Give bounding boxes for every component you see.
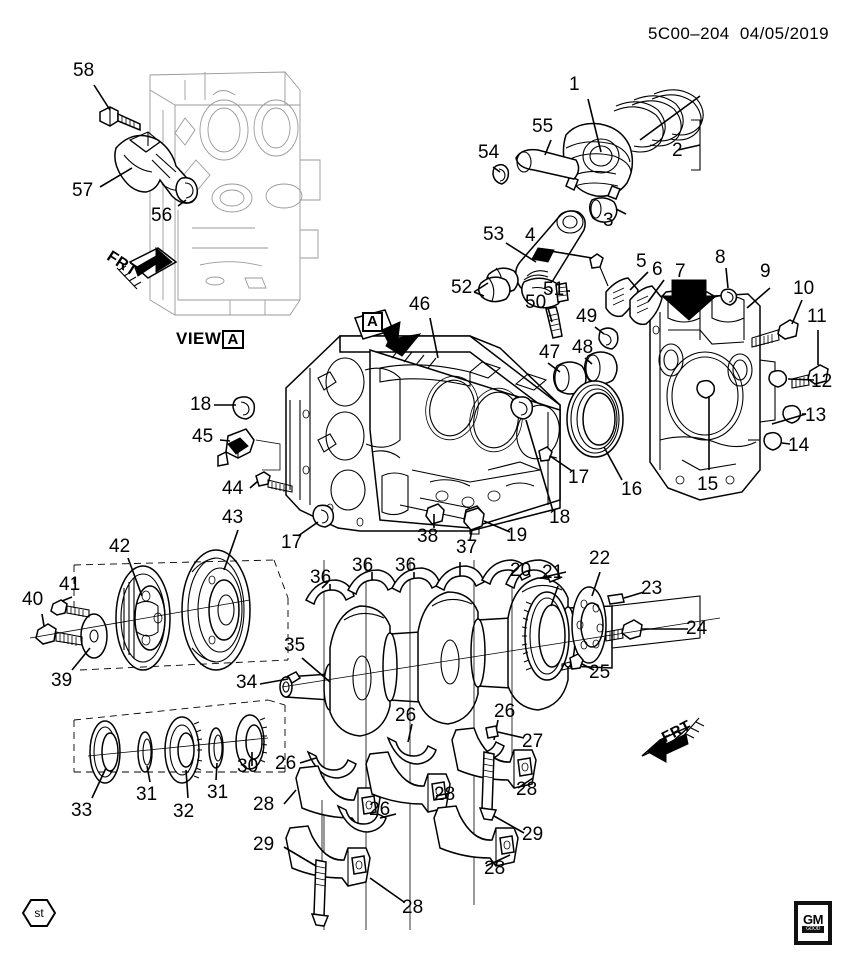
section-flag-a: A [362,312,383,332]
callout-flexplate: 22 [589,548,611,569]
callout-bolt-17a: 17 [568,467,590,488]
callout-gasket-upper: 5 [636,251,647,272]
st-stamp: st [22,898,56,928]
callout-main-cap-bolt-b: 29 [522,824,544,845]
callout-main-cap-bolt-a: 29 [253,834,275,855]
callout-flexplate-dowel: 23 [641,578,663,599]
callout-plug: 13 [805,405,827,426]
callout-front-crankshaft-seal: 33 [71,800,93,821]
callout-flexplate-bolt: 24 [686,618,708,639]
block-small-parts [214,396,573,541]
gm-logo-sub: GOOD [805,925,821,932]
rear-engine-cover [605,267,829,501]
callout-plug-37: 37 [456,537,478,558]
callout-rod-cap-bolt: 50 [525,292,547,313]
callout-harmonic-balancer: 43 [222,507,244,528]
callout-rear-cover: 9 [760,261,771,282]
callout-stud: 12 [811,371,833,392]
sheet-header: 5C00–204 04/05/2019 [648,24,829,43]
callout-piston-pin-retainer: 54 [478,142,500,163]
callout-reluctor-bolt: 25 [589,662,611,683]
callout-main-bearing-cap-c: 28 [516,779,538,800]
callout-cover-bolt-long: 10 [793,278,815,299]
view-label-ref: A [222,329,244,349]
callout-knock-sensor: 45 [192,426,214,447]
callout-lower-main-bearing-a: 26 [275,753,297,774]
callout-upper-main-bearing-b: 36 [352,555,374,576]
callout-thrust-washer-49: 49 [576,306,598,327]
balancer-and-pulley-group [29,529,721,799]
callout-connecting-rod-cap: 51 [543,279,565,300]
callout-cover-fastener: 15 [697,474,719,495]
camshaft-position-sensor-assembly [93,84,199,207]
callout-crank-sprocket: 32 [173,801,195,822]
callout-engine-block: 46 [409,294,431,315]
callout-balancer-washer: 39 [51,670,73,691]
callout-upper-main-bearing-a: 36 [310,567,332,588]
callout-cap-dowel: 27 [522,731,544,752]
rear-crankshaft-seal [566,380,624,481]
callout-oil-pump-drive-gear: 30 [237,756,259,777]
callout-piston-pin: 55 [532,116,554,137]
callout-spacer-washer-b: 31 [207,782,229,803]
callout-connecting-rod-bushing: 3 [603,210,614,231]
callout-camshaft-position-sensor: 57 [72,180,94,201]
view-a-label: VIEW A [176,329,244,349]
reluctor-and-flexplate [521,571,688,681]
callout-sensor-bolt: 58 [73,60,95,81]
callout-reluctor-ring: 21 [542,562,564,583]
callout-upper-main-bearing-c: 36 [395,555,417,576]
callout-connecting-rod: 53 [483,224,505,245]
callout-spacer-washer-a: 31 [136,784,158,805]
callout-gasket-lower: 6 [652,259,663,280]
callout-plug-small: 14 [788,435,810,456]
callout-cover-bolt-short: 11 [807,306,827,327]
callout-main-bearing-cap-b: 28 [434,784,456,805]
callout-balancer-bolt: 40 [22,589,44,610]
callout-lower-main-bearing-d: 26 [494,701,516,722]
callout-plug-19: 19 [506,525,528,546]
callout-thrust-bearing: 20 [510,560,532,581]
callout-woodruff-key: 34 [236,672,258,693]
callout-lower-main-bearing-c: 26 [395,705,417,726]
callout-rod-bearing-set: 52 [451,277,473,298]
upper-main-bearings [304,559,567,606]
st-stamp-text: st [34,906,44,920]
view-label-text: VIEW [176,329,222,348]
callout-main-bearing-cap-d: 28 [402,897,424,918]
callout-cover-arrow: 7 [675,261,686,282]
callout-lower-main-bearing-b: 26 [369,799,391,820]
frt-arrow-top-shape [116,246,178,290]
callout-piston: 1 [569,74,580,95]
callout-oil-gallery-plug-18b: 18 [190,394,212,415]
callout-piston-ring-set: 2 [672,140,683,161]
callout-oil-gallery-plug-18a: 18 [549,507,571,528]
callout-pulley-bolt: 41 [59,574,81,595]
piston-assembly [473,89,704,339]
callout-sensor-oring: 56 [151,205,173,226]
callout-block-bolt: 44 [222,478,244,499]
ghost-engine-background [149,71,321,316]
frt-arrow-bottom-shape [641,717,705,763]
callout-bolt-17b: 17 [281,532,303,553]
callout-rod-bolt: 4 [525,225,536,246]
gm-logo: GM GOOD [794,901,832,945]
callout-crankshaft: 35 [284,635,306,656]
callout-rear-crankshaft-seal: 16 [621,479,643,500]
callout-dowel-pin: 8 [715,247,726,268]
engine-block [285,309,561,532]
bushings-and-washers [547,326,619,395]
main-bearing-caps [283,719,537,927]
callout-plug-38: 38 [417,526,439,547]
callout-bushing-47: 47 [539,342,561,363]
callout-main-bearing-cap-a: 28 [253,794,275,815]
callout-bushing-48: 48 [572,337,594,358]
callout-crankshaft-pulley: 42 [109,536,131,557]
callout-main-bearing-cap-e: 28 [484,858,506,879]
gm-logo-text: GM [803,911,823,927]
